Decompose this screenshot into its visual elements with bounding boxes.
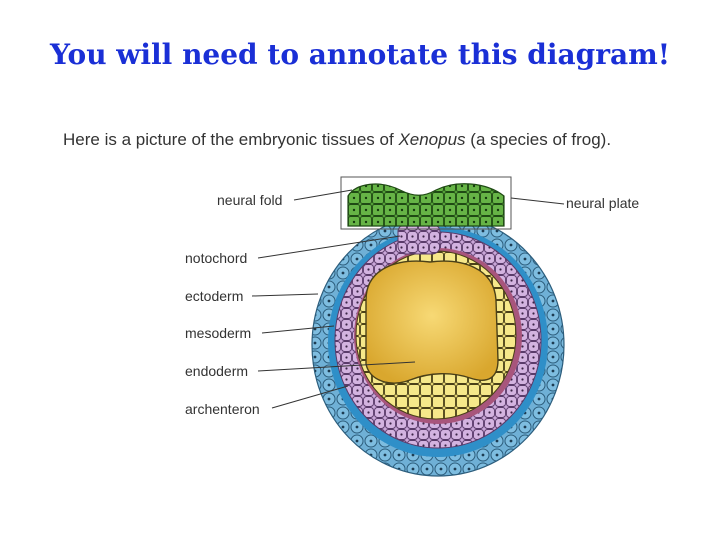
species-name: Xenopus	[398, 130, 466, 149]
label-endoderm: endoderm	[185, 363, 249, 379]
label-mesoderm: mesoderm	[185, 325, 252, 341]
neural-plate-region	[340, 176, 512, 230]
label-ectoderm: ectoderm	[185, 288, 244, 304]
page-title: You will need to annotate this diagram!	[49, 38, 671, 71]
caption-text: Here is a picture of the embryonic tissu…	[63, 130, 399, 149]
label-neural-plate: neural plate	[566, 195, 640, 211]
leader-lines	[251, 189, 565, 409]
label-neural-fold: neural fold	[217, 192, 283, 208]
archenteron-cavity	[365, 260, 499, 384]
label-archenteron: archenteron	[185, 401, 260, 417]
label-notochord: notochord	[185, 250, 248, 266]
caption-tail: (a species of frog).	[465, 130, 612, 149]
diagram-caption: Here is a picture of the embryonic tissu…	[63, 130, 611, 150]
